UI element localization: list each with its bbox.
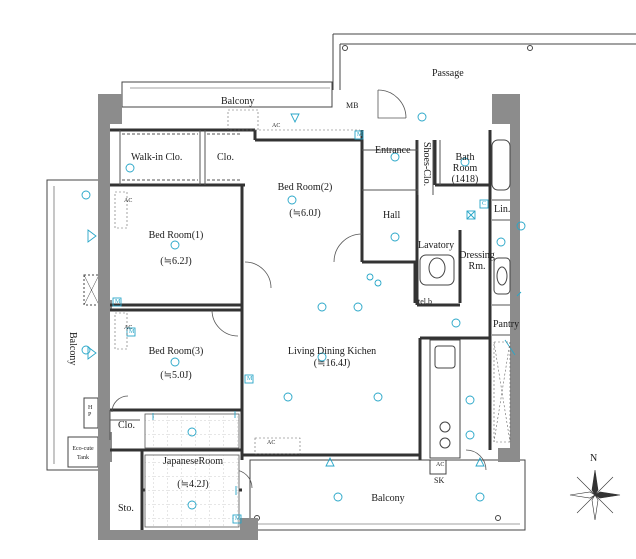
bathtub: [491, 139, 511, 191]
bed-room-2-label: Bed Room(2): [277, 182, 333, 193]
compass-north-label: N: [590, 453, 598, 464]
entrance-label: Entrance: [375, 145, 411, 156]
door-swings: [111, 89, 487, 489]
walls: [98, 94, 520, 540]
bed-room-2-size: (≒6.0J): [289, 208, 321, 219]
clo-top-label: Clo.: [217, 152, 234, 163]
balcony-bottom-label: Balcony: [371, 493, 405, 504]
ldk-label: Living Dining Kichen: [287, 346, 377, 357]
ldk-size: (≒16.4J): [313, 358, 351, 369]
ac-label-1: AC: [124, 198, 133, 204]
m-label-2: M: [115, 299, 121, 305]
tatami-area: [144, 454, 240, 528]
kitchen-counter: [429, 339, 461, 459]
pantry-label: Pantry: [493, 319, 520, 330]
bath-label-3: (1418): [451, 174, 479, 185]
sk-label: SK: [434, 476, 445, 485]
bath-label-2: Room: [452, 163, 478, 174]
bed-room-3-size: (≒5.0J): [160, 370, 192, 381]
m-label-4: M: [235, 516, 241, 522]
compass-rose: [569, 469, 621, 521]
bed-room-1-size: (≒6.2J): [160, 256, 192, 267]
electrical-symbols: [81, 112, 526, 524]
ac-label-3: AC: [272, 123, 281, 129]
lavatory-label: Lavatory: [418, 240, 455, 251]
japanese-room-size: (≒4.2J): [177, 479, 209, 490]
clo-bottom-label: Clo.: [118, 420, 135, 431]
thin-lines: [109, 130, 510, 448]
eco-cute-label-2: Tank: [77, 455, 89, 461]
tel-b-label: tel.b: [418, 297, 432, 306]
fixtures: [419, 254, 511, 475]
c-label: C: [482, 201, 487, 207]
hall-label: Hall: [383, 210, 401, 221]
passage-area: [332, 33, 636, 90]
dressing-label-2: Rm.: [468, 261, 486, 272]
m-label-1: M: [357, 132, 363, 138]
balcony-left-label: Balcony: [67, 332, 78, 366]
ac-label-5: AC: [436, 462, 445, 468]
m-label-5: M: [129, 329, 135, 335]
sto-label: Sto.: [118, 503, 134, 514]
passage-label: Passage: [432, 68, 464, 79]
m-label-3: M: [247, 376, 253, 382]
lin-label: Lin.: [494, 204, 511, 215]
walk-in-clo-label: Walk-in Clo.: [131, 152, 183, 163]
bed-room-3-label: Bed Room(3): [148, 346, 204, 357]
mb-label: MB: [346, 101, 359, 110]
balcony-top-label: Balcony: [221, 96, 255, 107]
dressing-label-1: Dressing: [459, 250, 495, 261]
hp-label: H P: [88, 405, 93, 418]
left-balcony-rail: [46, 179, 100, 471]
ac-label-4: AC: [267, 440, 276, 446]
japanese-room-label: JapaneseRoom: [163, 456, 223, 467]
dashed-fixtures: [114, 109, 511, 455]
bath-label-1: Bath: [455, 152, 475, 163]
tatami-upper: [144, 413, 240, 449]
shoes-clo-label: Shoes-Clo.: [421, 142, 432, 187]
bed-room-1-label: Bed Room(1): [148, 230, 204, 241]
eco-cute-label-1: Eco-cute: [72, 446, 94, 452]
ac-label-2: AC: [124, 325, 133, 331]
